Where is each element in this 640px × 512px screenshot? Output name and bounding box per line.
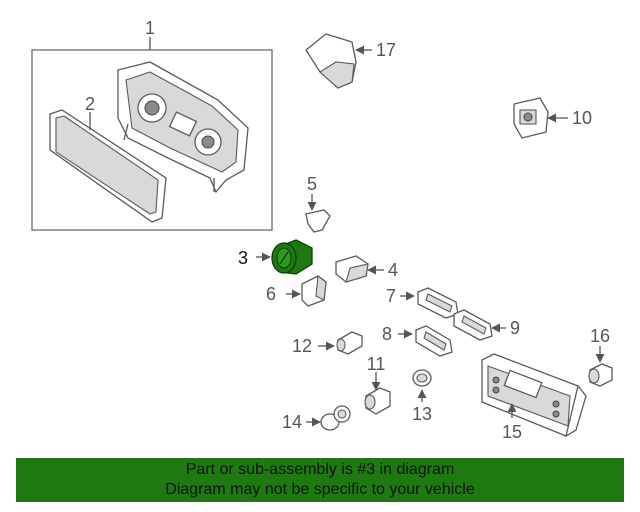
part-16-knob[interactable]	[588, 346, 613, 387]
part-11-socket[interactable]	[364, 372, 391, 415]
callout-1: 1	[145, 18, 155, 38]
callout-11: 11	[367, 354, 386, 374]
part-17-switch[interactable]	[305, 33, 372, 89]
part-4-connector[interactable]	[335, 255, 384, 283]
callout-10: 10	[572, 108, 592, 128]
banner-line-2: Diagram may not be specific to your vehi…	[165, 481, 475, 498]
banner-line-1: Part or sub-assembly is #3 in diagram	[185, 461, 455, 478]
callout-7: 7	[386, 286, 396, 306]
part-14-ring[interactable]	[306, 405, 351, 431]
callout-15: 15	[502, 422, 522, 442]
part-7-switch[interactable]	[400, 287, 459, 319]
callout-14: 14	[282, 412, 302, 432]
part-1-instrument-cluster-group[interactable]	[31, 37, 273, 231]
callout-6: 6	[266, 284, 276, 304]
part-2-lens-group[interactable]	[49, 109, 167, 223]
part-6-button[interactable]	[286, 274, 327, 307]
part-3-knob-highlighted[interactable]	[256, 239, 313, 275]
callout-13: 13	[412, 404, 432, 424]
part-13-grommet[interactable]	[412, 369, 432, 402]
callout-5: 5	[307, 174, 317, 194]
part-12-bulb[interactable]	[318, 331, 363, 355]
parts-diagram: 1 2 17 10 5 3 4 6	[31, 18, 613, 442]
callout-3: 3	[238, 248, 248, 268]
callout-2: 2	[85, 94, 95, 114]
part-8-switch[interactable]	[398, 325, 453, 357]
part-10-module[interactable]	[513, 97, 568, 139]
part-9-switch[interactable]	[453, 309, 506, 341]
callout-17: 17	[376, 40, 396, 60]
part-5-clip[interactable]	[305, 194, 331, 233]
callout-12: 12	[292, 336, 312, 356]
callout-16: 16	[590, 326, 610, 346]
callout-8: 8	[382, 324, 392, 344]
info-banner: Part or sub-assembly is #3 in diagram Di…	[16, 458, 624, 502]
callout-4: 4	[388, 260, 398, 280]
part-15-control-panel[interactable]	[481, 353, 587, 438]
callout-9: 9	[510, 318, 520, 338]
